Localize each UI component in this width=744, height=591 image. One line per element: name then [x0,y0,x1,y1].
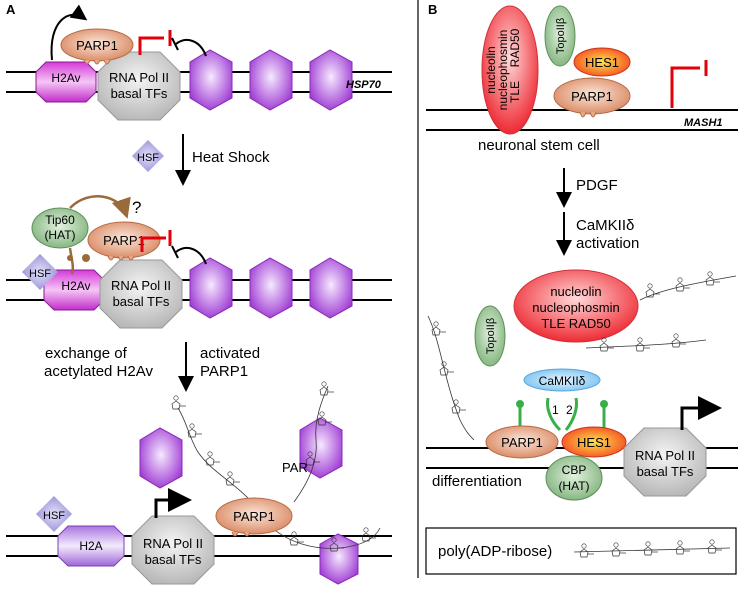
svg-text:HSF: HSF [137,152,159,164]
svg-text:RNA Pol II: RNA Pol II [109,70,169,85]
nucleosome-block-a1 [175,39,207,57]
h2av-histone-a1: H2Av [35,61,97,103]
svg-text:RNA Pol II: RNA Pol II [143,536,203,551]
svg-text:PARP1: PARP1 [233,509,275,524]
inhibit-arrow-a1 [138,36,164,55]
topo2b-b1: TopoIIβ [544,5,576,67]
svg-text:TLE: TLE [508,81,522,103]
svg-text:TopoIIβ: TopoIIβ [485,318,497,354]
svg-text:PARP1: PARP1 [76,38,118,53]
svg-text:2: 2 [566,403,573,417]
svg-text:basal TFs: basal TFs [637,464,694,479]
nucleosome-floating-left [139,427,183,489]
nucleosome-bottom [319,533,359,585]
svg-text:nucleolin: nucleolin [484,46,498,93]
legend-label: poly(ADP-ribose) [438,543,552,560]
svg-text:nucleophosmin: nucleophosmin [496,30,510,111]
nucleosomes-a2 [189,257,353,319]
hes1-b1: HES1 [573,47,631,77]
nucleosomes-a1 [189,49,353,111]
svg-text:PARP1: PARP1 [103,233,145,248]
rna-pol-ii-a1: RNA Pol II basal TFs [97,51,181,121]
parp1-a2: PARP1 [87,221,161,261]
svg-text:RAD50: RAD50 [508,28,522,67]
svg-text:nucleolin: nucleolin [550,284,601,299]
nucleosome-floating-right [299,417,343,479]
hsf-diamond-a3: HSF [36,496,72,532]
par-chain-a3 [171,381,381,552]
nucleolin-complex-b2: nucleolin nucleophosmin TLE RAD50 [513,269,639,343]
exchange-label-2: acetylated H2Av [44,363,153,380]
svg-text:1: 1 [552,403,559,417]
rna-pol-ii-b: RNA Pol II basal TFs [623,427,707,497]
parp1-b1: PARP1 [553,77,631,118]
arrow-h2av-to-parp1 [50,4,88,61]
rna-pol-ii-a2: RNA Pol II basal TFs [99,259,183,329]
svg-text:TopoIIβ: TopoIIβ [555,18,567,54]
exchange-label-1: exchange of [45,345,128,362]
par-chains-b [427,271,737,441]
svg-text:TLE RAD50: TLE RAD50 [541,316,610,331]
svg-text:H2A: H2A [79,539,102,553]
camk-label-2: activation [576,235,639,252]
panel-b-label: B [428,2,437,17]
nucleolin-complex-b1: nucleolin nucleophosmin TLE RAD50 [481,5,539,135]
gene-label-hsp70: HSP70 [346,79,382,91]
svg-text:HES1: HES1 [577,435,611,450]
inhibit-arrow-mash1 [670,66,700,108]
panel-a-label: A [6,2,16,17]
svg-text:(HAT): (HAT) [558,479,589,493]
svg-text:HES1: HES1 [585,55,619,70]
h2av-histone-a2: H2Av [43,269,105,311]
svg-text:HSF: HSF [29,268,51,280]
rna-pol-ii-a3: RNA Pol II basal TFs [131,515,215,585]
h2a-histone-a3: H2A [57,525,125,567]
activate-arrow-a3 [154,488,192,518]
svg-text:CBP: CBP [562,463,587,477]
svg-text:basal TFs: basal TFs [145,552,202,567]
svg-text:H2Av: H2Av [51,71,80,85]
activated-label-1: activated [200,345,260,362]
pdgf-label: PDGF [576,177,618,194]
svg-text:RNA Pol II: RNA Pol II [111,278,171,293]
activated-label-2: PARP1 [200,363,248,380]
svg-text:basal TFs: basal TFs [111,86,168,101]
topo2b-b2: TopoIIβ [474,305,506,367]
cbp-hat: CBP (HAT) [545,455,603,501]
nucleosome-block-a2 [175,247,207,265]
differentiation-label: differentiation [432,473,522,490]
par-label: PAR [282,460,308,475]
tip60-hat: Tip60 (HAT) [31,207,89,249]
hsf-diamond-a2: HSF [22,254,58,290]
gene-label-mash1: MASH1 [684,117,723,129]
parp1-b2: PARP1 [485,425,559,459]
svg-text:HSF: HSF [43,510,65,522]
hsf-diamond-a1: HSF [132,140,164,172]
svg-text:PARP1: PARP1 [501,435,543,450]
svg-text:PARP1: PARP1 [571,89,613,104]
svg-text:RNA Pol II: RNA Pol II [635,448,695,463]
camk-badge: CaMKIIδ [523,368,601,392]
acetylation-stick [68,247,75,275]
hes1-b2: HES1 [561,426,627,458]
svg-text:basal TFs: basal TFs [113,294,170,309]
svg-text:nucleophosmin: nucleophosmin [532,300,619,315]
parp1-a1: PARP1 [60,28,134,65]
tip60-arrow-parp1 [69,195,131,219]
question-mark: ? [132,198,141,217]
heat-shock-label: Heat Shock [192,149,270,166]
inhibit-arrow-a2 [140,236,166,252]
svg-text:H2Av: H2Av [61,279,90,293]
svg-text:(HAT): (HAT) [44,228,75,242]
cell-label: neuronal stem cell [478,137,600,154]
svg-text:Tip60: Tip60 [45,213,75,227]
par-structure-legend [573,539,731,558]
activate-arrow-b [680,396,722,430]
camk-label-1: CaMKIIδ [576,217,634,234]
svg-text:CaMKIIδ: CaMKIIδ [539,374,586,388]
parp1-a3: PARP1 [215,497,293,537]
